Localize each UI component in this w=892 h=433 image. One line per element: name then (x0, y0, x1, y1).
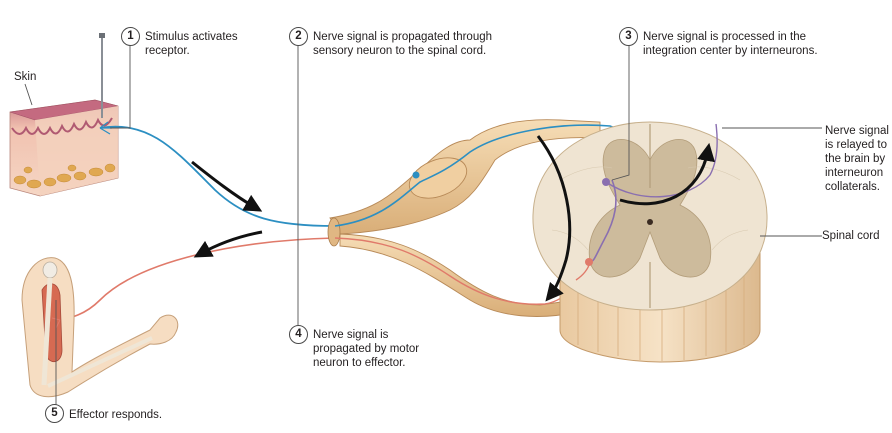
arrow-into-cord (536, 135, 572, 302)
sensory-cell-body (412, 171, 420, 179)
brain-relay-line-3: the brain by (825, 153, 886, 165)
skin-block (9, 99, 119, 197)
step-1-number: 1 (121, 27, 140, 46)
nerve-fibers (59, 121, 336, 321)
brain-relay-line-2: is relayed to (825, 139, 888, 151)
step-2-line-2: sensory neuron to the spinal cord. (313, 45, 487, 57)
skin-label: Skin (14, 71, 37, 83)
brain-relay-line-4: interneuron (825, 167, 884, 179)
step-3-line-2: integration center by interneurons. (643, 45, 818, 57)
step-3-text: Nerve signal is processed in the integra… (643, 30, 818, 58)
sensory-neuron-fiber (99, 125, 336, 227)
step-3-number: 3 (619, 27, 638, 46)
step-3-line-1: Nerve signal is processed in the (643, 31, 806, 43)
spinal-cord-label: Spinal cord (822, 230, 880, 242)
motor-neuron-fiber (59, 237, 336, 321)
step-2-number: 2 (289, 27, 308, 46)
step-2-text: Nerve signal is propagated through senso… (313, 30, 492, 58)
arm-effector (21, 257, 179, 398)
step-4-line-3: neuron to effector. (313, 357, 406, 369)
interneuron (589, 179, 617, 263)
step-1-text: Stimulus activates receptor. (145, 30, 238, 58)
step-4-number: 4 (289, 325, 308, 344)
arrow-motor (193, 230, 263, 258)
arrow-to-brain (619, 142, 715, 206)
interneuron-collateral (605, 123, 718, 198)
step-1-line-1: Stimulus activates (145, 31, 238, 43)
step-4-line-1: Nerve signal is (313, 329, 389, 341)
brain-relay-text: Nerve signal is relayed to the brain by … (825, 124, 889, 194)
gray-matter (588, 139, 712, 278)
brain-relay-line-5: collaterals. (825, 181, 880, 193)
step-1-line-2: receptor. (145, 45, 190, 57)
step-5-number: 5 (45, 404, 64, 423)
step-4-text: Nerve signal is propagated by motor neur… (313, 328, 419, 370)
step-2-line-1: Nerve signal is propagated through (313, 31, 493, 43)
arrow-sensory (191, 160, 263, 212)
spinal-nerve (327, 119, 625, 317)
signal-direction-arrows (191, 135, 715, 302)
step-5-text: Effector responds. (69, 408, 162, 422)
spinal-cord (532, 121, 768, 363)
step-4-line-2: propagated by motor (313, 343, 420, 355)
brain-relay-line-1: Nerve signal (825, 125, 889, 137)
step-5-line-1: Effector responds. (69, 409, 163, 421)
leader-lines (24, 44, 822, 405)
pin-stimulus (99, 33, 105, 118)
